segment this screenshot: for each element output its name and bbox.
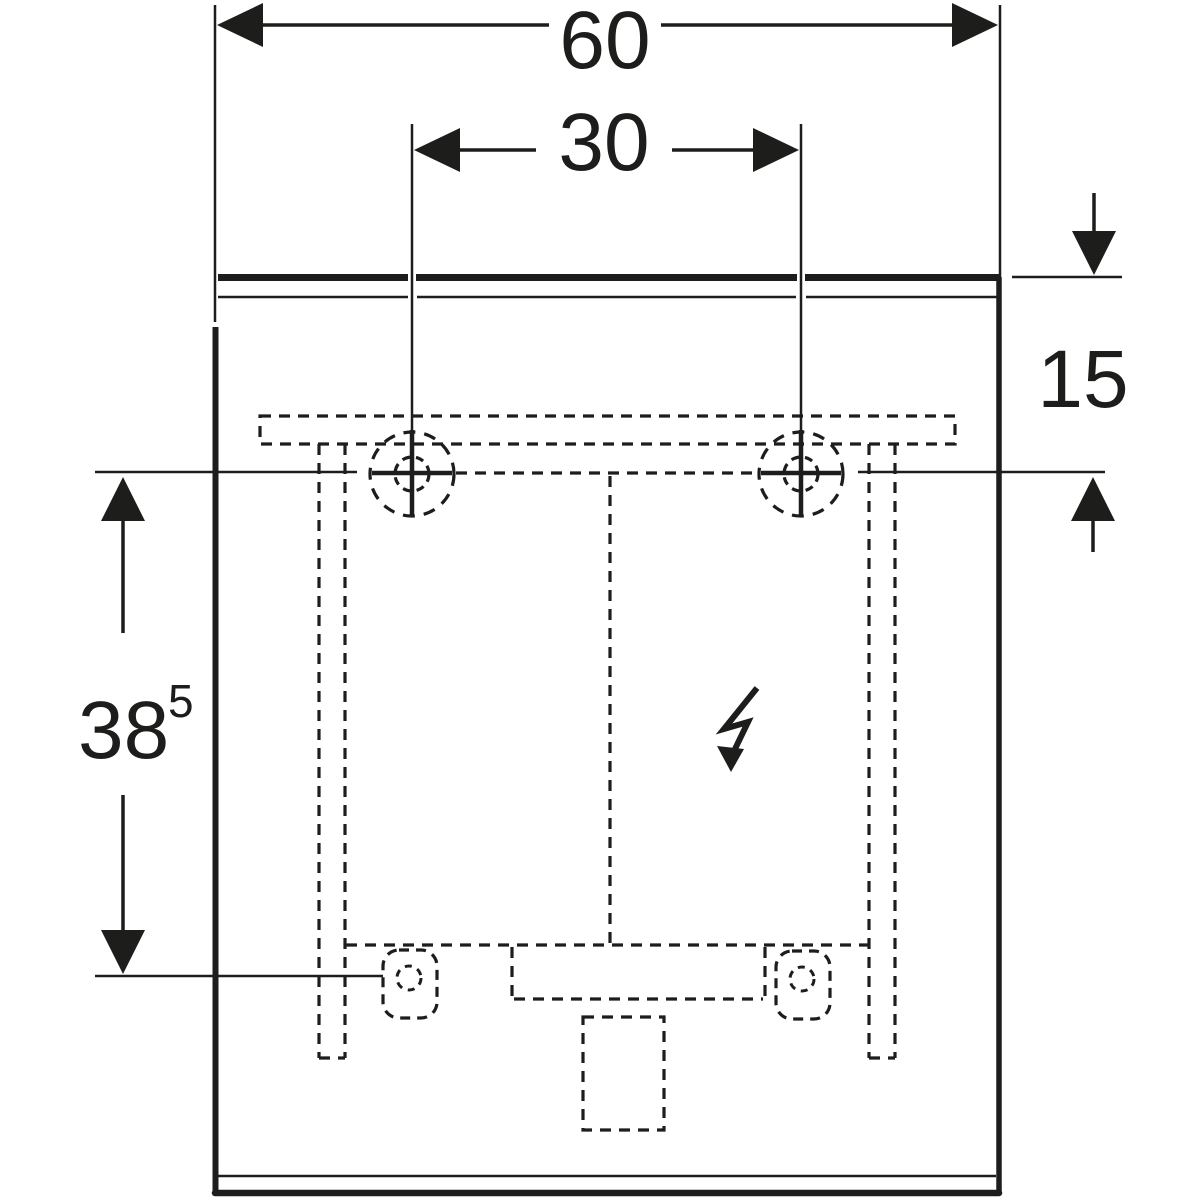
dim-hole-spacing: 30 (410, 97, 803, 516)
arrowhead-right-icon (952, 3, 998, 47)
fixing-plate-right (774, 949, 832, 1021)
arrowhead-right-icon (753, 128, 799, 172)
dim-top-offset-label: 15 (1037, 334, 1128, 425)
arrowhead-down-icon (101, 930, 145, 974)
plate-outline (381, 948, 439, 1020)
dim-hole-spacing-label: 30 (558, 97, 649, 188)
dim-vertical-spacing-label: 38 (78, 685, 169, 776)
hole-center-line (95, 470, 1105, 475)
fixing-hole-left (368, 430, 456, 518)
power-connection-symbol (715, 686, 760, 772)
bottom-shelf (346, 943, 868, 1001)
plate-screw-circle (788, 965, 816, 993)
lightning-arrowhead (717, 746, 744, 772)
rail-body (258, 414, 957, 446)
arrowhead-up-icon (101, 477, 145, 521)
arrowhead-left-icon (217, 3, 263, 47)
fixing-hole-right (757, 430, 845, 518)
dim-top-offset: 15 (1012, 193, 1129, 552)
arrowhead-up-icon (1071, 477, 1115, 521)
arrowhead-left-icon (414, 128, 460, 172)
fixing-plate-left (381, 948, 439, 1020)
dim-vertical-spacing: 38 5 (78, 477, 383, 978)
electrical-box (581, 1015, 666, 1132)
arrowhead-down-icon (1072, 231, 1116, 275)
dim-total-width: 60 (213, 0, 1002, 322)
plate-screw-circle (395, 964, 423, 992)
dim-vertical-spacing-superscript: 5 (168, 675, 194, 727)
mounting-rail (258, 414, 957, 1060)
cabinet-outline (211, 274, 1003, 1197)
dim-total-width-label: 60 (559, 0, 650, 86)
plate-outline (774, 949, 832, 1021)
lightning-arrow-icon (715, 686, 760, 751)
